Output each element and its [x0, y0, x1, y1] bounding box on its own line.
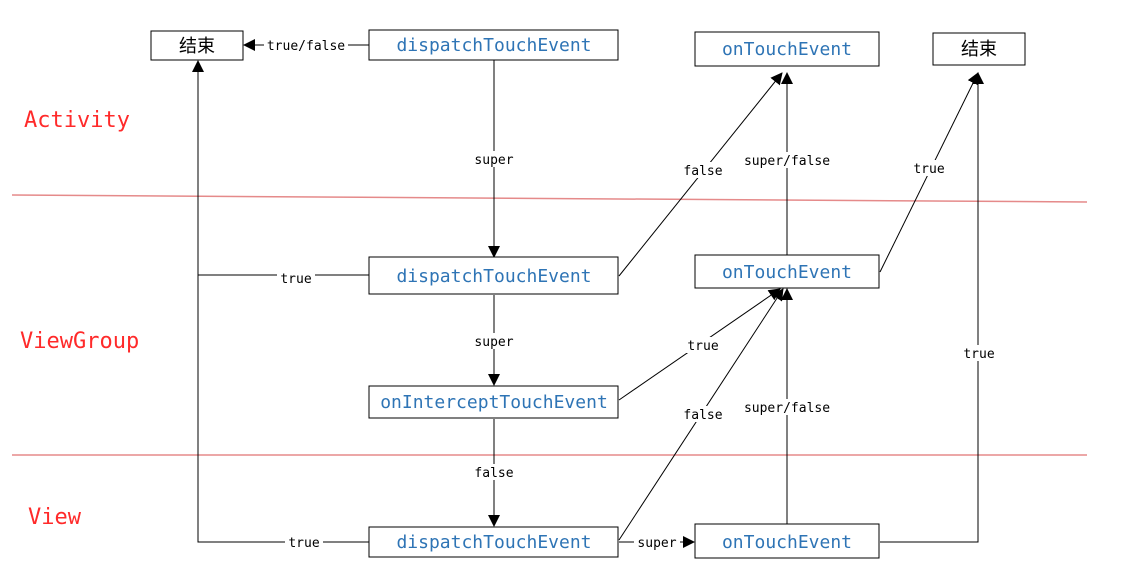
node-activity-ontouch-label: onTouchEvent — [722, 39, 852, 60]
node-viewgroup-ontouch-label: onTouchEvent — [722, 262, 852, 283]
node-activity-ontouch: onTouchEvent — [694, 31, 880, 67]
edge-left-return-path — [197, 274, 369, 543]
node-viewgroup-intercept-label: onInterceptTouchEvent — [380, 392, 608, 413]
node-activity-dispatch-label: dispatchTouchEvent — [396, 35, 591, 56]
node-viewgroup-intercept: onInterceptTouchEvent — [368, 385, 619, 419]
node-view-ontouch-label: onTouchEvent — [722, 532, 852, 553]
edge-label-super-false-2: super/false — [744, 401, 830, 416]
layer-activity-label: Activity — [24, 108, 130, 133]
separator-activity-viewgroup — [11, 194, 1088, 203]
node-viewgroup-ontouch: onTouchEvent — [694, 254, 880, 289]
edge-view-ontouch-to-end-right — [880, 72, 984, 543]
node-view-dispatch: dispatchTouchEvent — [368, 526, 619, 558]
edge-label-super-1: super — [474, 153, 513, 168]
edge-label-super-3: super — [637, 536, 676, 551]
node-activity-dispatch: dispatchTouchEvent — [368, 29, 619, 61]
layer-viewgroup-label: ViewGroup — [20, 329, 139, 354]
edge-label-super-2: super — [474, 335, 513, 350]
node-end-right: 结束 — [932, 32, 1026, 66]
node-viewgroup-dispatch-label: dispatchTouchEvent — [396, 266, 591, 287]
layer-view-label: View — [28, 505, 82, 530]
node-end-right-label: 结束 — [961, 39, 997, 60]
node-view-dispatch-label: dispatchTouchEvent — [396, 532, 591, 553]
node-end-left: 结束 — [150, 30, 244, 61]
node-end-left-label: 结束 — [179, 36, 215, 57]
edge-label-false-1: false — [683, 164, 722, 179]
node-viewgroup-dispatch: dispatchTouchEvent — [368, 256, 619, 295]
edge-label-true-5: true — [288, 536, 319, 551]
edge-label-false-3: false — [683, 408, 722, 423]
node-view-ontouch: onTouchEvent — [694, 523, 880, 559]
edge-label-true-3: true — [687, 339, 718, 354]
edge-label-true-2: true — [280, 272, 311, 287]
edge-label-true-false: true/false — [267, 39, 345, 54]
edge-label-super-false-1: super/false — [744, 154, 830, 169]
edge-label-true-1: true — [913, 162, 944, 177]
edge-label-true-4: true — [963, 347, 994, 362]
edge-label-false-2: false — [474, 466, 513, 481]
